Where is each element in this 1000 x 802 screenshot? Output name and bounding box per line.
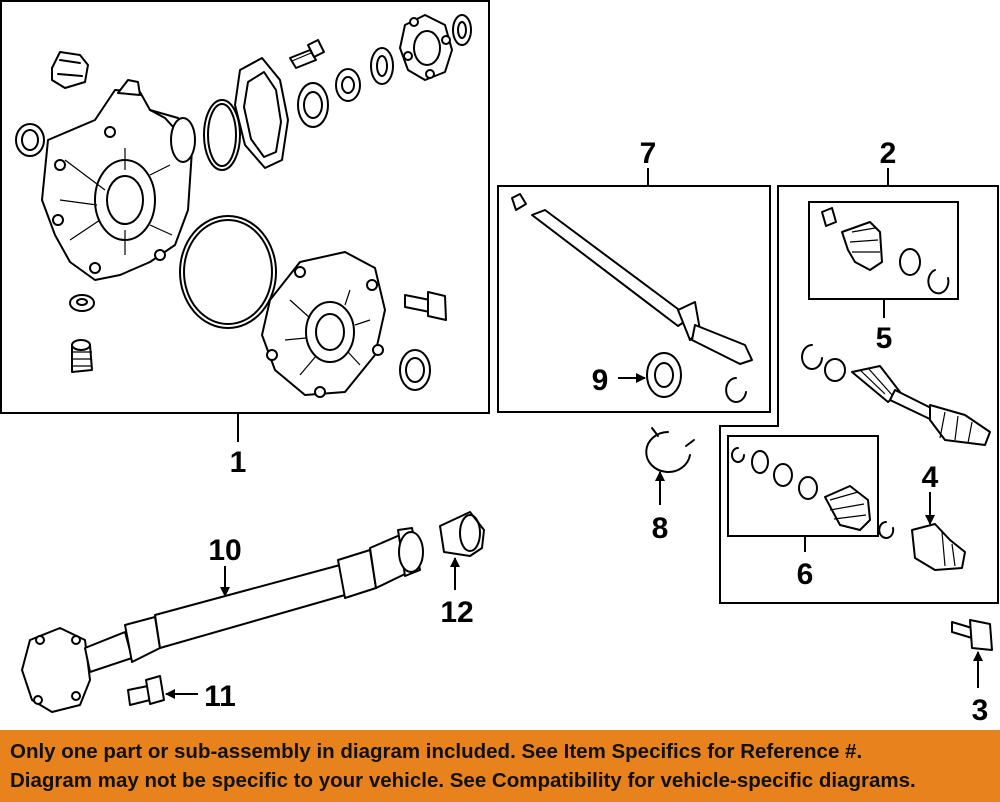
snap-ring-small-illustration <box>725 377 747 403</box>
differential-cover-illustration <box>261 251 386 398</box>
bolt-top-illustration <box>289 39 325 69</box>
seal-ring-1-illustration <box>297 82 329 128</box>
cv-axle-box <box>719 185 999 604</box>
callout-3: 3 <box>972 694 989 727</box>
washer-illustration <box>69 294 95 312</box>
callout-9: 9 <box>592 364 609 397</box>
vent-cap-illustration <box>51 51 89 89</box>
inner-joint-illustration <box>878 521 966 571</box>
flange-illustration <box>399 14 453 81</box>
snap-ring-illustration <box>645 427 695 473</box>
callout-6: 6 <box>797 558 814 591</box>
callout-7: 7 <box>640 137 657 170</box>
seal-left-illustration <box>15 123 45 157</box>
seal-top-right-illustration <box>452 14 472 46</box>
disclaimer-line-2: Diagram may not be specific to your vehi… <box>10 769 916 792</box>
axle-shaft-illustration <box>511 193 753 365</box>
bushing-illustration <box>439 511 485 557</box>
o-ring-small-illustration <box>203 99 241 171</box>
bolt-illustration <box>951 619 993 651</box>
parts-diagram: 1 2 3 4 5 6 7 8 9 10 11 12 <box>0 0 999 727</box>
seal-ring-3-illustration <box>370 47 394 85</box>
axle-shaft-box <box>497 185 771 413</box>
inner-boot-kit-box <box>727 435 879 537</box>
bolt-bottom-illustration <box>127 675 165 706</box>
callout-8: 8 <box>652 512 669 545</box>
callout-10: 10 <box>208 534 241 567</box>
seal-ring-2-illustration <box>335 68 361 102</box>
drain-plug-illustration <box>71 339 93 373</box>
differential-assembly-box <box>0 0 490 414</box>
differential-housing-illustration <box>41 79 196 281</box>
callout-11: 11 <box>204 680 236 713</box>
callout-4: 4 <box>922 461 939 494</box>
bolt-side-illustration <box>404 291 447 321</box>
outer-boot-kit-illustration <box>821 207 950 295</box>
shaft-seal-illustration <box>646 352 682 398</box>
disclaimer-banner: Only one part or sub-assembly in diagram… <box>0 730 1000 802</box>
gasket-plate-illustration <box>234 57 289 169</box>
callout-12: 12 <box>440 596 473 629</box>
disclaimer-line-1: Only one part or sub-assembly in diagram… <box>10 740 863 763</box>
callout-1: 1 <box>230 446 247 479</box>
seal-bottom-right-illustration <box>399 349 431 391</box>
o-ring-large-illustration <box>179 215 277 329</box>
cv-axle-illustration <box>801 344 991 446</box>
inner-boot-kit-illustration <box>731 447 871 531</box>
callout-5: 5 <box>876 322 893 355</box>
callout-2: 2 <box>880 137 897 170</box>
drive-shaft-illustration <box>21 527 424 713</box>
